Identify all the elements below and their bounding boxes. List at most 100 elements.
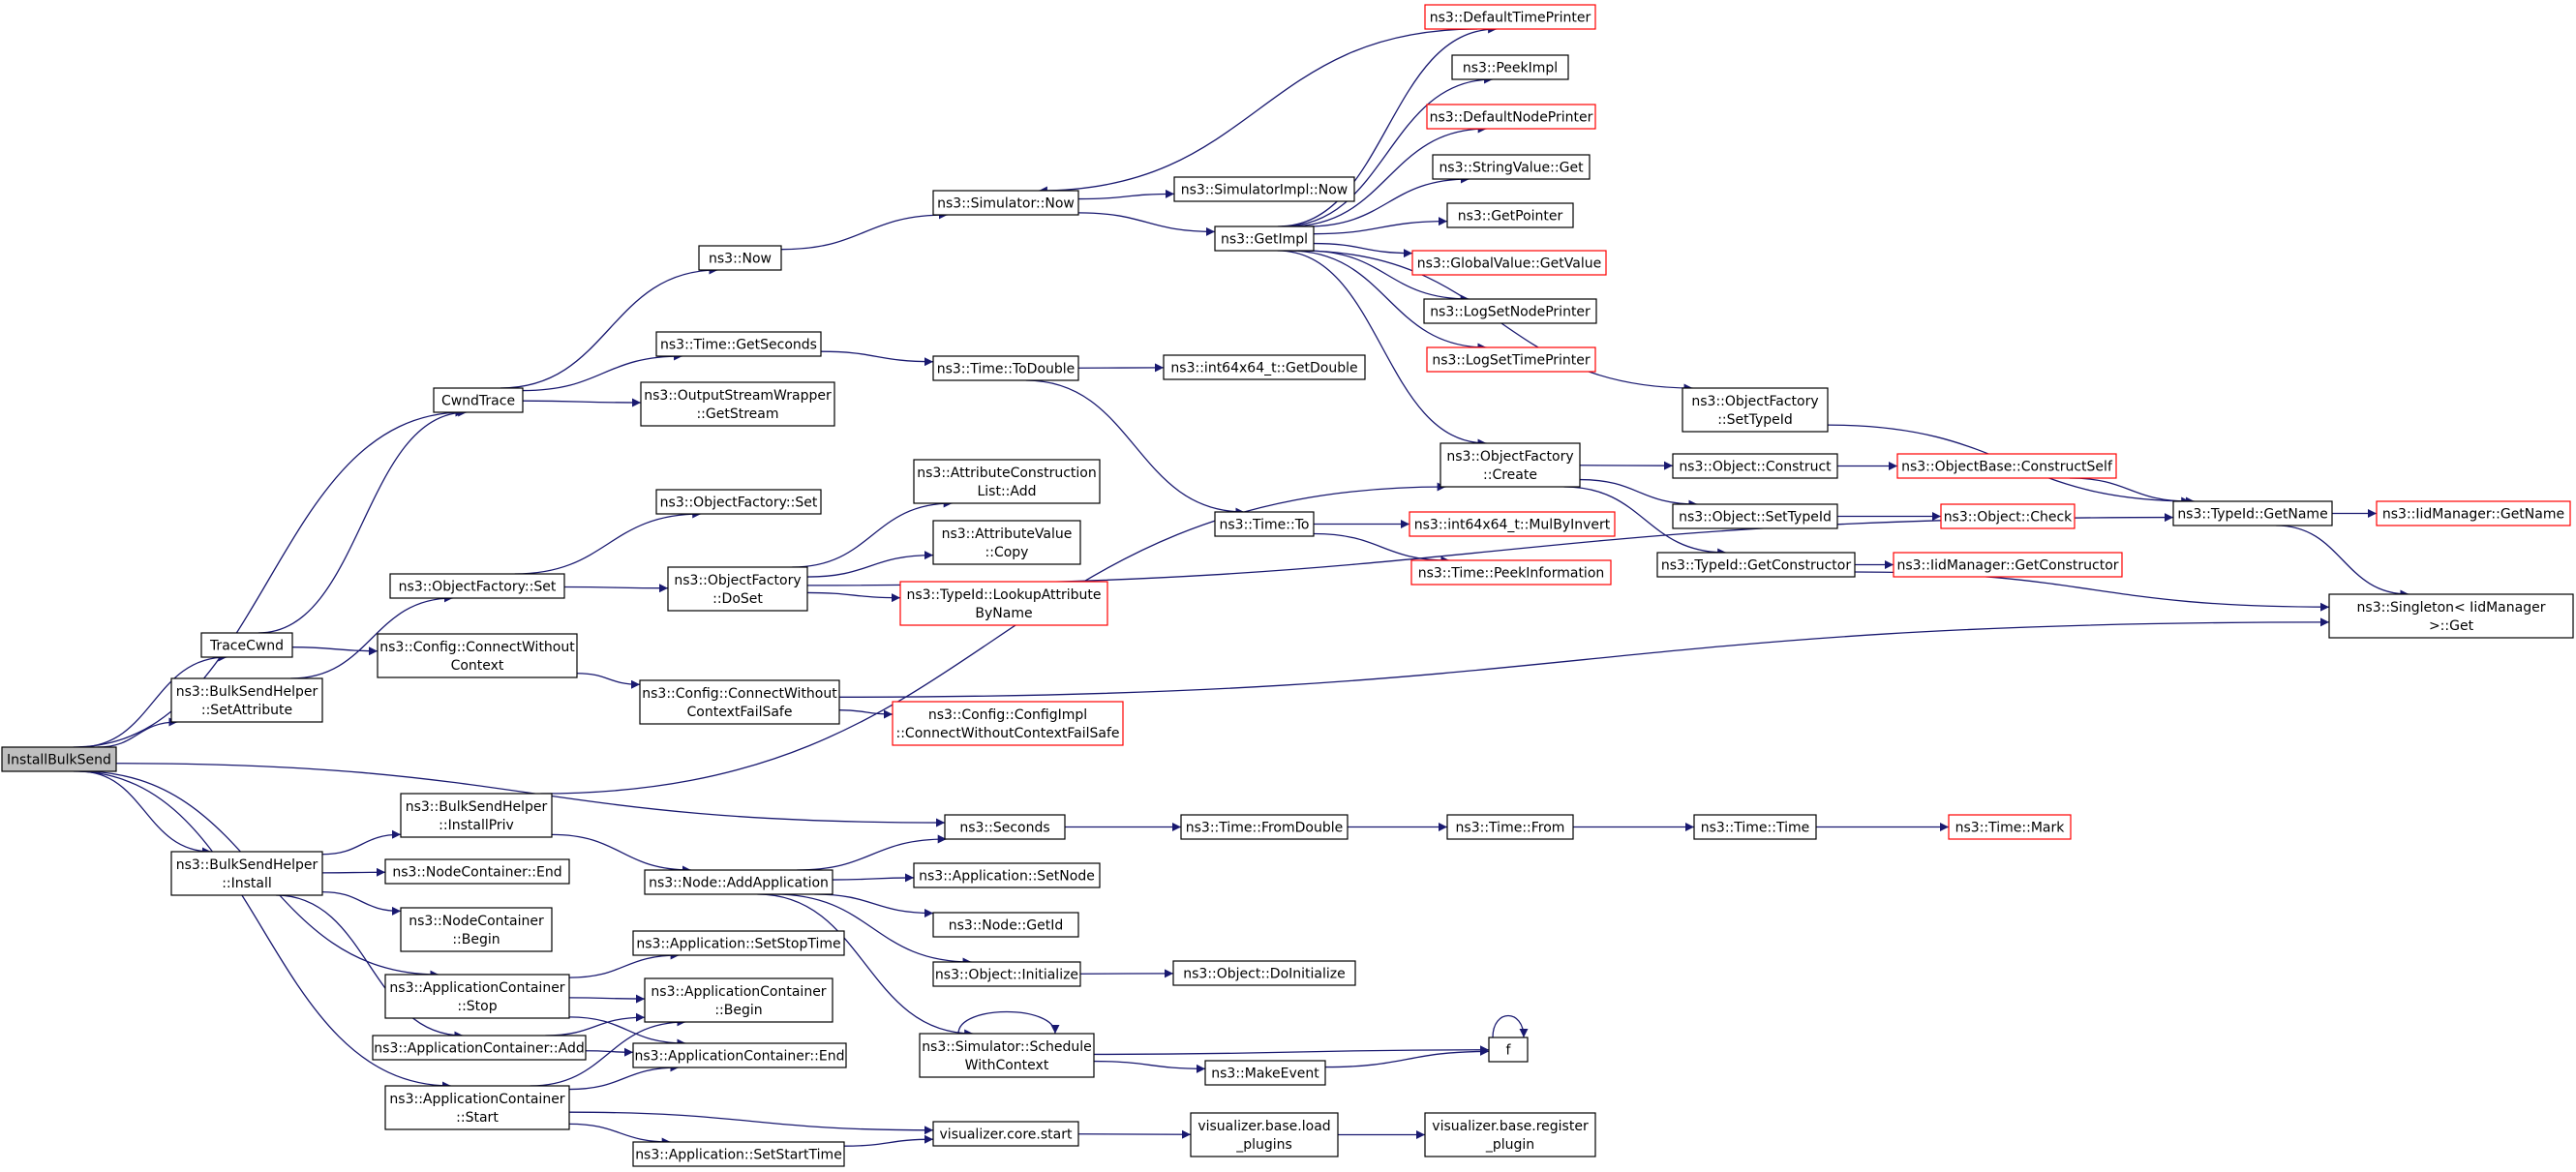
node-peekimpl[interactable]: ns3::PeekImpl: [1451, 54, 1569, 80]
node-time-from[interactable]: ns3::Time::From: [1446, 814, 1574, 840]
node-obj-check[interactable]: ns3::Object::Check: [1940, 503, 2076, 529]
node-box: [1163, 354, 1366, 380]
node-label: visualizer.core.start: [940, 1127, 1073, 1143]
node-vis-core-start[interactable]: visualizer.core.start: [932, 1121, 1079, 1147]
node-time-mark[interactable]: ns3::Time::Mark: [1948, 814, 2072, 840]
node-getpointer[interactable]: ns3::GetPointer: [1446, 202, 1574, 228]
node-label: ns3::Seconds: [959, 821, 1049, 836]
node-configimpl-cwcfs[interactable]: ns3::Config::ConfigImpl::ConnectWithoutC…: [892, 701, 1124, 746]
node-bshelper-installpriv[interactable]: ns3::BulkSendHelper::InstallPriv: [400, 793, 553, 838]
edge-of-set-1-to-of-doset: [563, 584, 669, 593]
node-iidmanager-getconstructor[interactable]: ns3::IidManager::GetConstructor: [1893, 552, 2123, 578]
node-box: [433, 387, 524, 413]
node-label: ns3::IidManager::GetName: [2382, 507, 2564, 523]
node-bshelper-install[interactable]: ns3::BulkSendHelper::Install: [170, 851, 323, 896]
node-of-set-1[interactable]: ns3::ObjectFactory::Set: [389, 573, 565, 599]
node-label: ns3::Singleton< IidManager: [2357, 600, 2546, 616]
node-node-addapp[interactable]: ns3::Node::AddApplication: [644, 869, 833, 895]
node-int64-mulbyinvert[interactable]: ns3::int64x64_t::MulByInvert: [1409, 511, 1616, 537]
node-appcont-end[interactable]: ns3::ApplicationContainer::End: [632, 1042, 847, 1068]
node-time-peekinfo[interactable]: ns3::Time::PeekInformation: [1410, 559, 1612, 586]
node-label: ns3::int64x64_t::GetDouble: [1170, 361, 1357, 376]
node-label: ::Begin: [452, 932, 500, 947]
node-obj-initialize[interactable]: ns3::Object::Initialize: [932, 961, 1081, 987]
node-nc-end[interactable]: ns3::NodeContainer::End: [384, 858, 570, 885]
node-globalvalue-getvalue[interactable]: ns3::GlobalValue::GetValue: [1411, 250, 1607, 276]
node-obj-construct[interactable]: ns3::Object::Construct: [1672, 453, 1838, 479]
node-box: [200, 632, 293, 658]
node-time-time[interactable]: ns3::Time::Time: [1693, 814, 1817, 840]
node-ns3-now[interactable]: ns3::Now: [698, 245, 782, 271]
node-obj-doinitialize[interactable]: ns3::Object::DoInitialize: [1172, 960, 1356, 986]
node-label: ns3::Node::GetId: [949, 918, 1063, 934]
node-box: [1409, 511, 1616, 537]
edge-appcont-stop-to-appcont-end: [568, 1016, 686, 1048]
node-installbulksend[interactable]: InstallBulkSend: [1, 746, 117, 772]
node-label: ns3::SimulatorImpl::Now: [1181, 183, 1349, 198]
edge-cwndtrace-to-osw-getstream: [522, 398, 642, 407]
edge-bshelper-installpriv-to-node-addapp: [551, 833, 691, 875]
node-app-setnode[interactable]: ns3::Application::SetNode: [913, 862, 1101, 888]
node-of-create[interactable]: ns3::ObjectFactory::Create: [1440, 442, 1581, 488]
node-time-todouble[interactable]: ns3::Time::ToDouble: [932, 355, 1079, 381]
node-time-to[interactable]: ns3::Time::To: [1214, 511, 1315, 537]
node-ns3-seconds[interactable]: ns3::Seconds: [944, 814, 1066, 840]
node-time-getseconds[interactable]: ns3::Time::GetSeconds: [655, 331, 822, 357]
node-vis-base-register[interactable]: visualizer.base.register_plugin: [1424, 1112, 1596, 1157]
node-obj-settypeid[interactable]: ns3::Object::SetTypeId: [1672, 503, 1838, 529]
node-iidmanager-getname[interactable]: ns3::IidManager::GetName: [2376, 500, 2571, 526]
node-box: [644, 977, 833, 1023]
edge-time-getseconds-to-time-todouble: [820, 350, 934, 367]
node-config-cwc[interactable]: ns3::Config::ConnectWithoutContext: [377, 633, 578, 678]
node-ns3-getimpl[interactable]: ns3::GetImpl: [1214, 225, 1315, 252]
node-bshelper-setattr[interactable]: ns3::BulkSendHelper::SetAttribute: [170, 677, 323, 723]
edge-ns3-makeevent-to-f: [1324, 1046, 1490, 1068]
node-appcont-start[interactable]: ns3::ApplicationContainer::Start: [384, 1085, 570, 1130]
edge-of-set-1-to-of-set-2: [514, 509, 702, 575]
edge-sim-now-to-simimpl-now: [1077, 189, 1175, 200]
node-f[interactable]: f: [1488, 1037, 1529, 1063]
node-typeid-getconstructor[interactable]: ns3::TypeId::GetConstructor: [1656, 552, 1856, 578]
node-appcont-add[interactable]: ns3::ApplicationContainer::Add: [372, 1035, 587, 1061]
node-of-set-2[interactable]: ns3::ObjectFactory::Set: [655, 489, 822, 515]
node-app-setstarttime[interactable]: ns3::Application::SetStartTime: [632, 1141, 845, 1167]
node-int64-getdouble[interactable]: ns3::int64x64_t::GetDouble: [1163, 354, 1366, 380]
node-appcont-stop[interactable]: ns3::ApplicationContainer::Stop: [384, 974, 570, 1019]
node-of-settypeid[interactable]: ns3::ObjectFactory::SetTypeId: [1682, 387, 1829, 433]
node-sim-now[interactable]: ns3::Simulator::Now: [932, 190, 1079, 216]
node-label: ns3::TypeId::LookupAttribute: [906, 587, 1101, 603]
node-app-setstoptime[interactable]: ns3::Application::SetStopTime: [632, 930, 845, 956]
edge-defaulttimeprinter-to-sim-now: [1038, 28, 1478, 195]
node-node-getid[interactable]: ns3::Node::GetId: [932, 912, 1079, 938]
node-tracecwnd[interactable]: TraceCwnd: [200, 632, 293, 658]
node-defaultnodeprinter[interactable]: ns3::DefaultNodePrinter: [1426, 104, 1596, 130]
node-appcont-begin[interactable]: ns3::ApplicationContainer::Begin: [644, 977, 833, 1023]
node-logsetnodeprinter[interactable]: ns3::LogSetNodePrinter: [1423, 298, 1597, 324]
node-nc-begin[interactable]: ns3::NodeContainer::Begin: [400, 907, 553, 952]
node-label: visualizer.base.register: [1432, 1119, 1589, 1134]
node-config-cwcfs[interactable]: ns3::Config::ConnectWithoutContextFailSa…: [639, 679, 840, 725]
edge-of-doset-to-attrval-copy: [806, 551, 934, 578]
node-cwndtrace[interactable]: CwndTrace: [433, 387, 524, 413]
node-label: ns3::StringValue::Get: [1439, 161, 1584, 176]
node-singleton-get[interactable]: ns3::Singleton< IidManager >::Get: [2328, 593, 2574, 639]
node-label: >::Get: [2429, 618, 2474, 634]
node-defaulttimeprinter[interactable]: ns3::DefaultTimePrinter: [1424, 4, 1596, 30]
node-simimpl-now[interactable]: ns3::SimulatorImpl::Now: [1173, 176, 1355, 202]
node-attrval-copy[interactable]: ns3::AttributeValue::Copy: [932, 520, 1081, 565]
node-objbase-constructself[interactable]: ns3::ObjectBase::ConstructSelf: [1896, 453, 2117, 479]
node-stringvalue-get[interactable]: ns3::StringValue::Get: [1432, 154, 1591, 180]
node-logsettimeprinter[interactable]: ns3::LogSetTimePrinter: [1426, 346, 1596, 373]
node-vis-base-load[interactable]: visualizer.base.load_plugins: [1190, 1112, 1339, 1157]
node-time-fromdouble[interactable]: ns3::Time::FromDouble: [1180, 814, 1349, 840]
node-box: [384, 858, 570, 885]
node-osw-getstream[interactable]: ns3::OutputStreamWrapper::GetStream: [640, 381, 835, 427]
node-ns3-makeevent[interactable]: ns3::MakeEvent: [1204, 1060, 1326, 1086]
node-box: [1426, 346, 1596, 373]
node-typeid-getname[interactable]: ns3::TypeId::GetName: [2172, 500, 2333, 526]
node-of-doset[interactable]: ns3::ObjectFactory::DoSet: [667, 566, 808, 612]
node-box: [1424, 4, 1596, 30]
